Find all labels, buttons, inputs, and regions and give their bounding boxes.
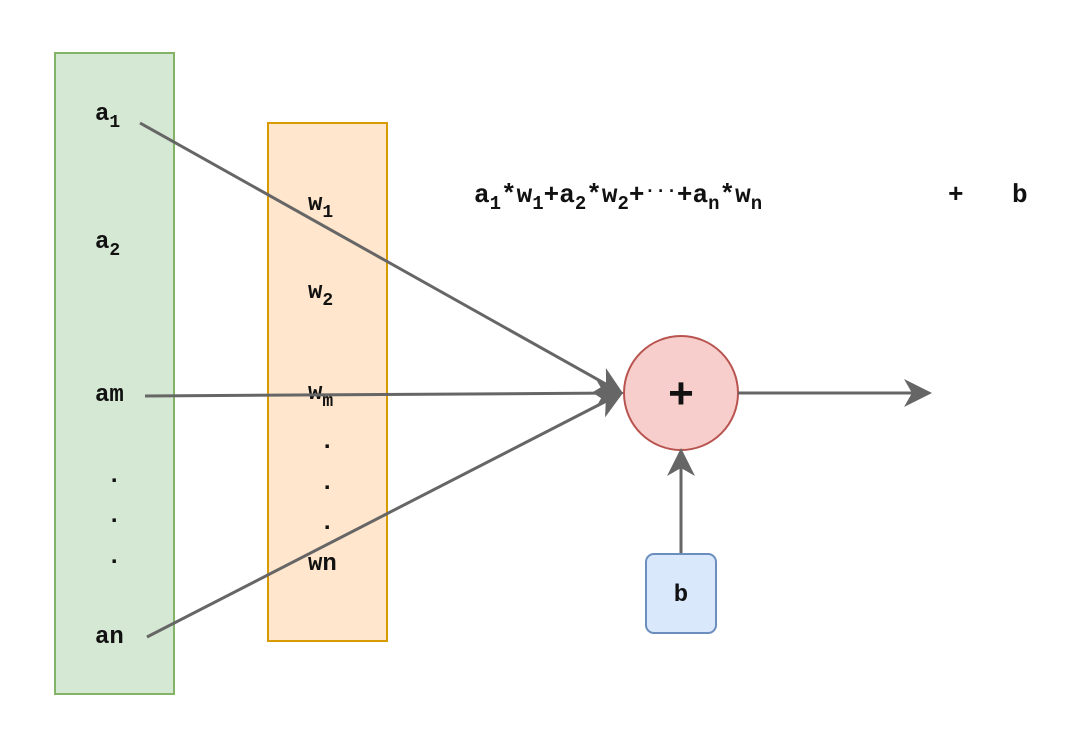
edge-an-to-sum [146,392,624,639]
edge-am-to-sum [144,379,624,408]
input-dot-2: . [107,503,121,530]
input-label-am: am [95,382,124,409]
edge-a1-to-sum [139,121,624,394]
input-dot-3: . [107,544,121,571]
input-column [54,52,175,695]
weight-label-w2: w2 [308,279,333,311]
weight-label-w1: w1 [308,191,333,223]
input-dot-1: . [107,463,121,490]
weight-dot-2: . [320,470,334,497]
input-label-a1: a1 [95,101,120,133]
input-label-a2: a2 [95,229,120,261]
formula-plus-b: + [948,180,964,210]
weight-column [267,122,388,642]
bias-box [645,553,717,634]
weight-label-wn: wn [308,551,337,578]
weight-dot-3: . [320,510,334,537]
weight-dot-1: . [320,429,334,456]
bias-label: b [674,582,688,609]
formula-b: b [1012,180,1028,210]
sum-symbol: + [668,369,694,418]
formula-text: a1*w1+a2*w2+···+an*wn [474,180,762,215]
input-label-an: an [95,624,124,651]
